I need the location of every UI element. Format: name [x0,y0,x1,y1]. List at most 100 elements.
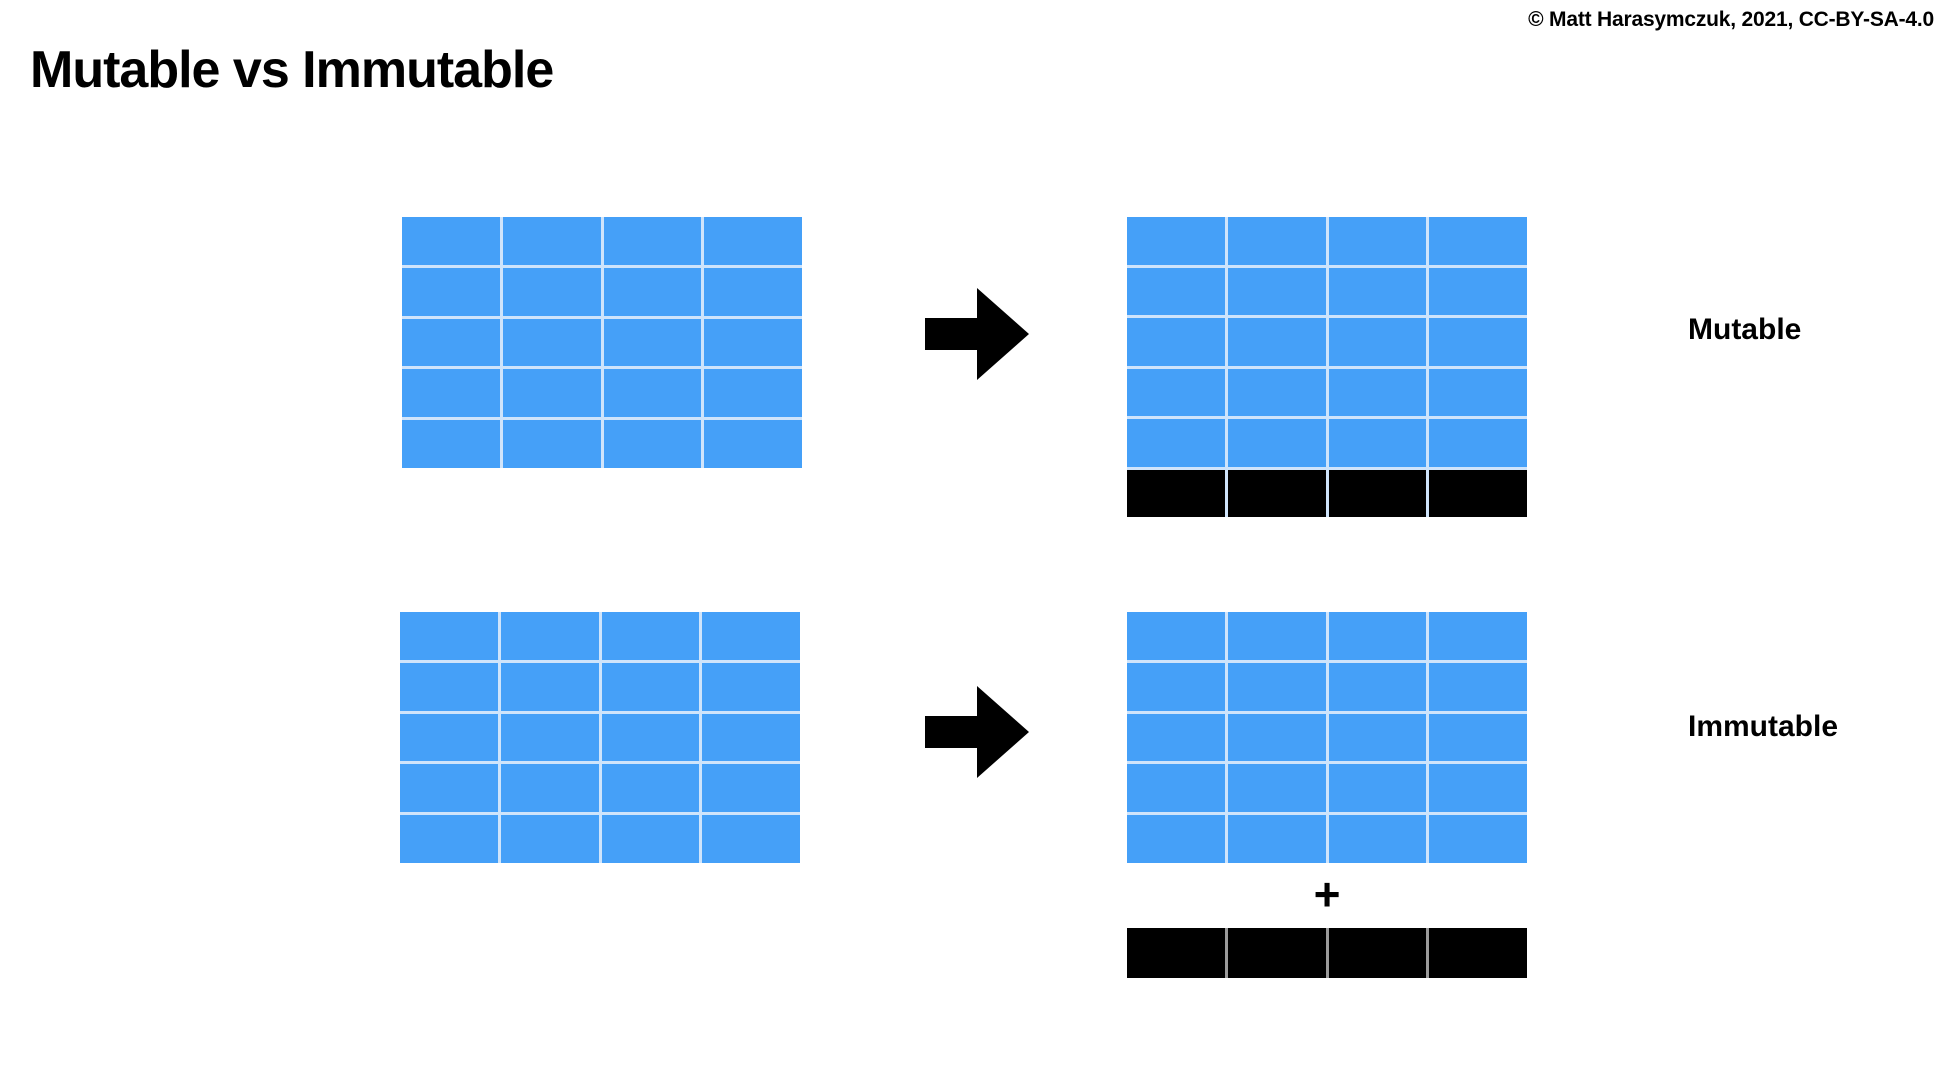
grid-cell [603,318,702,367]
grid-cell [1328,713,1427,762]
grid-cell [502,369,601,418]
plus-sign: + [1313,868,1341,920]
arrow-right-icon [925,686,1029,778]
grid-cell [1429,928,1527,978]
grid-cell [601,764,700,813]
grid-cell [704,369,802,418]
mutable-before-grid [402,217,802,468]
grid-cell [1127,217,1225,265]
grid-cell [702,815,800,863]
grid-cell [1328,764,1427,813]
grid-cell [704,217,802,265]
copyright-notice: © Matt Harasymczuk, 2021, CC-BY-SA-4.0 [1528,8,1934,31]
grid-cell [601,815,700,863]
grid-cell [1227,469,1326,517]
page-title: Mutable vs Immutable [30,41,554,99]
grid-cell [1429,662,1527,711]
grid-cell [1127,928,1225,978]
grid-cell [1127,815,1225,863]
grid-cell [502,217,601,265]
grid-cell [1328,267,1427,315]
grid-cell [1328,217,1427,265]
grid-cell [400,713,498,762]
grid-cell [601,612,700,660]
row-label-mutable: Mutable [1688,313,1802,346]
grid-cell [1328,928,1427,978]
grid-cell [702,764,800,813]
grid-cell [500,612,599,660]
grid-cell [1429,713,1527,762]
grid-cell [1328,469,1427,517]
grid-cell [1429,612,1527,660]
grid-cell [603,369,702,418]
grid-cell [704,267,802,316]
grid-cell [702,612,800,660]
mutable-after-grid [1127,217,1527,517]
grid-cell [1227,612,1326,660]
grid-cell [603,217,702,265]
immutable-after-grid [1127,612,1527,863]
grid-cell [1328,612,1427,660]
grid-cell [1328,419,1427,467]
grid-cell [1328,318,1427,366]
grid-cell [1227,713,1326,762]
grid-cell [603,267,702,316]
grid-cell [1429,267,1527,315]
grid-cell [402,369,500,418]
grid-cell [1227,368,1326,416]
grid-cell [1227,928,1326,978]
grid-cell [502,267,601,316]
grid-cell [704,420,802,468]
row-label-immutable: Immutable [1688,710,1839,743]
grid-cell [1227,217,1326,265]
grid-cell [500,713,599,762]
grid-cell [400,815,498,863]
grid-cell [1127,267,1225,315]
grid-cell [402,420,500,468]
grid-cell [402,217,500,265]
grid-cell [500,815,599,863]
immutable-before-grid [400,612,800,863]
grid-cell [1429,368,1527,416]
grid-cell [1429,815,1527,863]
grid-cell [1127,419,1225,467]
grid-cell [1328,815,1427,863]
grid-cell [402,318,500,367]
grid-cell [1227,815,1326,863]
grid-cell [1227,318,1326,366]
grid-cell [1328,662,1427,711]
grid-cell [1127,713,1225,762]
grid-cell [502,420,601,468]
grid-cell [1328,368,1427,416]
grid-cell [1127,764,1225,813]
grid-cell [1127,662,1225,711]
grid-cell [400,662,498,711]
grid-cell [1127,318,1225,366]
grid-cell [1127,368,1225,416]
grid-cell [1227,419,1326,467]
grid-cell [702,662,800,711]
grid-cell [400,764,498,813]
grid-cell [502,318,601,367]
grid-cell [1429,419,1527,467]
grid-cell [704,318,802,367]
grid-cell [1429,469,1527,517]
grid-cell [1127,612,1225,660]
grid-cell [402,267,500,316]
grid-cell [601,713,700,762]
grid-cell [1127,469,1225,517]
grid-cell [702,713,800,762]
grid-cell [400,612,498,660]
grid-cell [1429,217,1527,265]
grid-cell [1429,318,1527,366]
grid-cell [1429,764,1527,813]
grid-cell [500,662,599,711]
grid-cell [603,420,702,468]
grid-cell [1227,267,1326,315]
grid-cell [1227,662,1326,711]
grid-cell [500,764,599,813]
grid-cell [601,662,700,711]
grid-cell [1227,764,1326,813]
immutable-appended-grid [1127,928,1527,978]
arrow-right-icon [925,288,1029,380]
